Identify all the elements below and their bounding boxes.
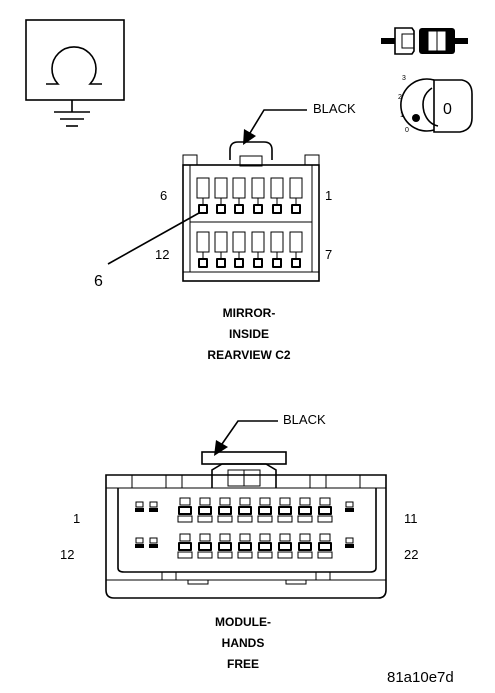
module-lock-color-label: BLACK bbox=[283, 412, 326, 427]
module-pin-cavity-13 bbox=[149, 537, 158, 548]
module-pin-cavity-19 bbox=[277, 533, 293, 559]
c2-pin-cavity-10 bbox=[232, 231, 246, 268]
module-pin-cavity-7 bbox=[257, 497, 273, 523]
key-pos-2: 2 bbox=[398, 94, 402, 101]
module-pin-cavity-15 bbox=[197, 533, 213, 559]
c2-pin-cavity-12 bbox=[196, 231, 210, 268]
module-pin-cavity-20 bbox=[297, 533, 313, 559]
ohm-ground-icon bbox=[25, 19, 125, 127]
module-name-line3: FREE bbox=[227, 657, 259, 671]
c2-pin-cavity-9 bbox=[251, 231, 265, 268]
c2-pin-cavity-6 bbox=[196, 177, 210, 214]
c2-pin-callout-line bbox=[107, 212, 200, 265]
key-pos-1: 1 bbox=[400, 112, 404, 119]
key-face-label: 0 bbox=[443, 101, 452, 118]
c2-pin-cavity-4 bbox=[232, 177, 246, 214]
module-name-line1: MODULE- bbox=[215, 615, 271, 629]
module-pin-cavity-6 bbox=[237, 497, 253, 523]
c2-callout-pin-number: 6 bbox=[94, 273, 103, 290]
connector-c2: BLACK 6 1 12 7 6 MIRROR- INSIDE REARVIEW… bbox=[94, 101, 356, 362]
module-pin-cavity-22 bbox=[345, 537, 354, 548]
module-pin-cavity-11 bbox=[345, 501, 354, 512]
key-pos-0: 0 bbox=[405, 127, 409, 134]
c2-pin-label-6: 6 bbox=[160, 188, 167, 203]
key-pos-3: 3 bbox=[402, 75, 406, 82]
module-pin-cavity-5 bbox=[217, 497, 233, 523]
module-pin-cavity-2 bbox=[149, 501, 158, 512]
module-pin-label-1: 1 bbox=[73, 511, 80, 526]
connector-module-hands-free: BLACK 1 11 12 22 MODULE- HANDS FREE bbox=[60, 412, 418, 671]
module-pin-cavity-17 bbox=[237, 533, 253, 559]
module-pin-cavity-21 bbox=[317, 533, 333, 559]
module-pin-cavity-16 bbox=[217, 533, 233, 559]
c2-name-line1: MIRROR- bbox=[223, 306, 276, 320]
c2-name-line3: REARVIEW C2 bbox=[207, 348, 290, 362]
module-pin-label-22: 22 bbox=[404, 547, 418, 562]
c2-pin-cavity-2 bbox=[270, 177, 284, 214]
connector-icon bbox=[381, 27, 468, 55]
c2-pin-cavity-3 bbox=[251, 177, 265, 214]
module-pin-label-11: 11 bbox=[404, 511, 418, 526]
c2-pin-cavity-7 bbox=[289, 231, 303, 268]
c2-pin-label-1: 1 bbox=[325, 188, 332, 203]
c2-pin-cavity-5 bbox=[214, 177, 228, 214]
ignition-key-icon: 3 2 1 0 0 bbox=[398, 75, 473, 134]
module-name-line2: HANDS bbox=[222, 636, 265, 650]
module-pin-cavity-3 bbox=[177, 497, 193, 523]
module-pin-label-12: 12 bbox=[60, 547, 74, 562]
c2-pin-cavity-1 bbox=[289, 177, 303, 214]
module-pin-cavity-18 bbox=[257, 533, 273, 559]
module-pin-cavity-9 bbox=[297, 497, 313, 523]
figure-code: 81a10e7d bbox=[387, 669, 454, 686]
module-pin-cavity-12 bbox=[135, 537, 144, 548]
module-pin-cavity-8 bbox=[277, 497, 293, 523]
c2-pin-cavity-8 bbox=[270, 231, 284, 268]
module-pin-cavity-10 bbox=[317, 497, 333, 523]
c2-name-line2: INSIDE bbox=[229, 327, 269, 341]
module-pin-cavity-14 bbox=[177, 533, 193, 559]
c2-lock-color-label: BLACK bbox=[313, 101, 356, 116]
c2-pin-label-12: 12 bbox=[155, 247, 169, 262]
c2-pin-cavity-11 bbox=[214, 231, 228, 268]
module-pin-cavity-4 bbox=[197, 497, 213, 523]
module-pin-cavity-1 bbox=[135, 501, 144, 512]
c2-pin-label-7: 7 bbox=[325, 247, 332, 262]
